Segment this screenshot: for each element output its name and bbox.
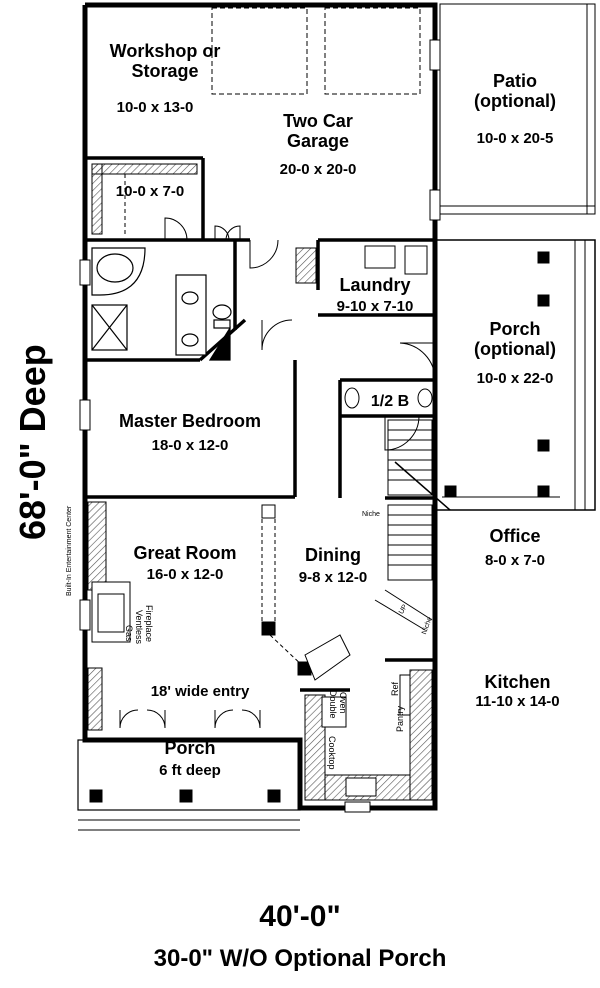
dining-dims: 9-8 x 12-0 bbox=[298, 569, 368, 586]
side-porch-name-line1: Porch bbox=[489, 319, 541, 339]
double-oven-note-line2: Oven bbox=[338, 692, 348, 714]
workshop-label: Workshop or Storage bbox=[90, 41, 240, 82]
kitchen-dims: 11-10 x 14-0 bbox=[475, 693, 560, 710]
interior-walls bbox=[85, 156, 435, 692]
patio-dims: 10-0 x 20-5 bbox=[476, 130, 554, 147]
patio-name-line1: Patio bbox=[492, 71, 537, 91]
entry-width-label: 18' wide entry bbox=[150, 683, 250, 700]
workshop-name-line1: Workshop or bbox=[109, 41, 221, 61]
office-name: Office bbox=[489, 526, 541, 546]
fireplace-note-line2: Ventless bbox=[134, 610, 144, 645]
laundry-fixtures bbox=[364, 245, 428, 275]
front-porch-outline bbox=[77, 739, 301, 831]
master-bedroom-dims: 18-0 x 12-0 bbox=[151, 437, 229, 454]
side-porch-outline bbox=[434, 239, 596, 511]
window-marks bbox=[79, 39, 441, 813]
fireplace-note-line1: Gas bbox=[124, 625, 134, 642]
garage-steps bbox=[295, 247, 317, 284]
garage-dims: 20-0 x 20-0 bbox=[279, 161, 357, 178]
garage-name-line2: Garage bbox=[286, 130, 350, 151]
width-note-label: 30-0" W/O Optional Porch bbox=[153, 945, 447, 972]
great-room-name: Great Room bbox=[133, 543, 237, 563]
half-bath-fixtures bbox=[344, 387, 433, 409]
great-room-dims: 16-0 x 12-0 bbox=[146, 566, 224, 583]
office-dims: 8-0 x 7-0 bbox=[484, 552, 546, 569]
double-oven-note-line1: Double bbox=[328, 690, 338, 719]
side-porch-dims: 10-0 x 22-0 bbox=[476, 370, 554, 387]
niche-note-1: Niche bbox=[362, 511, 380, 518]
front-porch-dims: 6 ft deep bbox=[159, 762, 221, 779]
entertainment-center-note: Built-In Entertainment Center bbox=[66, 505, 73, 596]
front-porch-name: Porch bbox=[164, 738, 216, 758]
kitchen-fixtures bbox=[304, 634, 433, 801]
door-swings bbox=[119, 217, 436, 729]
half-bath-name: 1/2 B bbox=[370, 393, 410, 410]
overall-width-label: 40'-0" bbox=[259, 900, 341, 933]
master-bath-fixtures bbox=[91, 247, 232, 361]
side-porch-name-line2: (optional) bbox=[474, 338, 556, 359]
side-porch-label: Porch (optional) bbox=[435, 319, 595, 360]
laundry-dims: 9-10 x 7-10 bbox=[336, 298, 414, 315]
kitchen-name: Kitchen bbox=[484, 672, 551, 692]
ref-note: Ref bbox=[390, 681, 400, 696]
workshop-dims: 10-0 x 13-0 bbox=[116, 99, 194, 116]
patio-label: Patio (optional) bbox=[440, 71, 590, 112]
garage-name-line1: Two Car bbox=[283, 111, 353, 131]
closet-shelving bbox=[91, 163, 198, 235]
fireplace-note-line3: Fireplace bbox=[144, 605, 154, 643]
closet-dims: 10-0 x 7-0 bbox=[115, 183, 185, 200]
master-bedroom-name: Master Bedroom bbox=[118, 411, 262, 431]
laundry-name: Laundry bbox=[339, 275, 411, 295]
overall-depth-label: 68'-0" Deep bbox=[12, 344, 53, 540]
pantry-note: Pantry bbox=[395, 705, 405, 732]
patio-name-line2: (optional) bbox=[474, 90, 556, 111]
garage-doors bbox=[211, 7, 421, 95]
cooktop-note: Cooktop bbox=[327, 736, 337, 770]
garage-label: Two Car Garage bbox=[258, 111, 378, 152]
dining-name: Dining bbox=[305, 545, 361, 565]
patio-outline bbox=[439, 3, 596, 215]
staircase bbox=[374, 419, 451, 631]
workshop-name-line2: Storage bbox=[131, 60, 199, 81]
